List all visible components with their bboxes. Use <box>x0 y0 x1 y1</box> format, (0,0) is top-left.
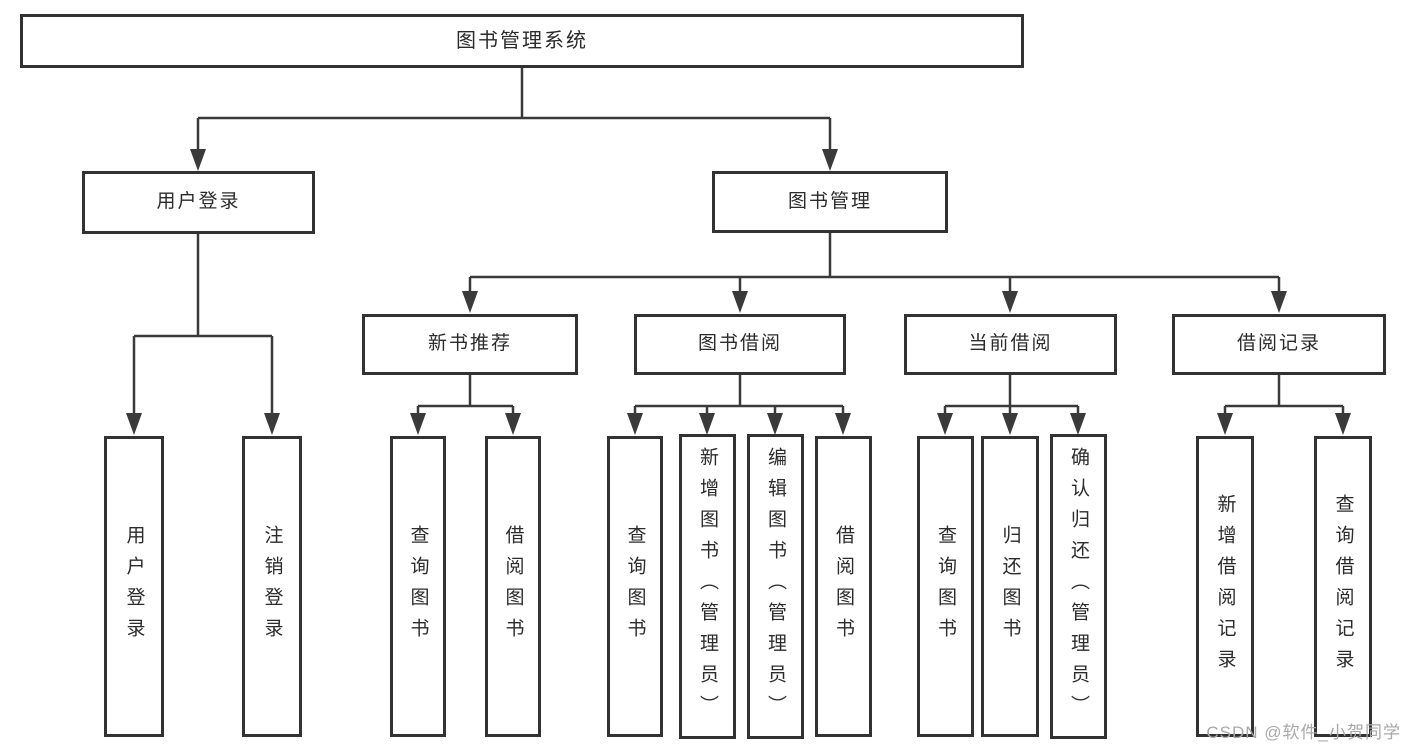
connector-book-borrowing-children <box>627 375 851 435</box>
node-current-borrowing: 当前借阅 <box>904 314 1117 375</box>
node-new-book-recommend: 新书推荐 <box>362 314 578 375</box>
node-user-login: 用户登录 <box>82 171 315 234</box>
node-leaf-return-books: 归还图书 <box>981 436 1039 737</box>
watermark: CSDN @软件_小贺同学 <box>1206 723 1401 742</box>
connector-book-management-children <box>462 233 1287 313</box>
node-leaf-query-books-recommend: 查询图书 <box>390 436 446 737</box>
node-leaf-add-borrow-record: 新增借阅记录 <box>1196 436 1254 737</box>
node-leaf-edit-books-admin: 编辑图书（管理员） <box>747 434 804 739</box>
node-leaf-query-books-current: 查询图书 <box>917 436 974 737</box>
node-leaf-borrow-books-borrowing: 借阅图书 <box>815 436 872 737</box>
node-leaf-logout: 注销登录 <box>242 436 302 737</box>
node-borrowing-records: 借阅记录 <box>1172 314 1386 375</box>
node-book-management: 图书管理 <box>712 171 948 233</box>
node-leaf-confirm-return-admin: 确认归还（管理员） <box>1050 434 1107 739</box>
node-book-borrowing: 图书借阅 <box>634 314 846 375</box>
connector-root-to-level2 <box>190 68 838 171</box>
connector-borrowing-records-children <box>1217 375 1351 435</box>
node-leaf-query-borrow-record: 查询借阅记录 <box>1314 436 1372 737</box>
node-leaf-borrow-books-recommend: 借阅图书 <box>485 436 541 737</box>
node-library-management-system: 图书管理系统 <box>20 14 1024 68</box>
node-leaf-user-login: 用户登录 <box>104 436 164 737</box>
node-leaf-query-books-borrowing: 查询图书 <box>607 436 663 737</box>
node-leaf-add-books-admin: 新增图书（管理员） <box>679 434 736 739</box>
connector-user-login-children <box>126 234 280 435</box>
connector-current-borrowing-children <box>937 375 1086 435</box>
connector-new-book-recommend-children <box>410 375 521 435</box>
